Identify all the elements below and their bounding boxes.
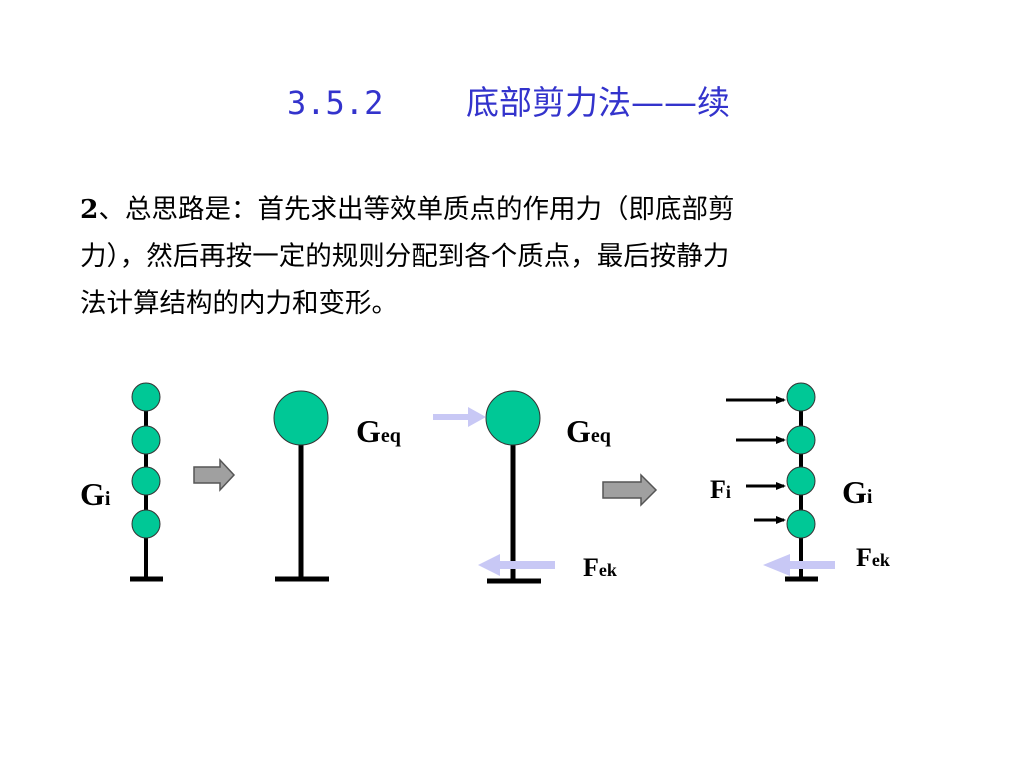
label-sub: ek bbox=[599, 560, 617, 580]
label-sub: eq bbox=[591, 425, 611, 447]
mass-node bbox=[786, 382, 816, 412]
section-number: 3.5.2 bbox=[287, 84, 384, 122]
body-paragraph: 2、总思路是：首先求出等效单质点的作用力（即底部剪 力），然后再按一定的规则分配… bbox=[80, 186, 950, 327]
label-main: F bbox=[710, 475, 726, 504]
base-shear-diagram: Gi Geq Geq Fek Fi bbox=[80, 382, 890, 584]
label-fek-2: Fek bbox=[856, 543, 890, 572]
label-main: F bbox=[583, 553, 599, 582]
label-main: F bbox=[856, 543, 872, 572]
mass-node bbox=[131, 382, 161, 412]
label-main: G bbox=[80, 476, 105, 512]
step-arrow bbox=[193, 458, 236, 492]
mass-node bbox=[131, 509, 161, 539]
body-line-3: 法计算结构的内力和变形。 bbox=[80, 288, 398, 319]
equivalent-mass bbox=[273, 390, 329, 446]
base-shear-arrow bbox=[478, 554, 555, 576]
section-heading: 底部剪力法——续 bbox=[466, 83, 730, 122]
label-gi-right: Gi bbox=[842, 474, 873, 510]
mass-node bbox=[131, 466, 161, 496]
multi-mass-model bbox=[130, 382, 163, 582]
single-mass-model bbox=[273, 390, 329, 582]
slide-title: 3.5.2 底部剪力法——续 bbox=[0, 78, 1024, 128]
item-number: 2 bbox=[80, 194, 99, 225]
label-gi-left: Gi bbox=[80, 476, 111, 512]
step-arrow bbox=[602, 473, 658, 507]
label-sub: eq bbox=[381, 425, 401, 447]
label-fi: Fi bbox=[710, 475, 731, 504]
label-main: G bbox=[356, 413, 381, 449]
label-main: G bbox=[842, 474, 867, 510]
equivalent-mass bbox=[485, 390, 541, 446]
multi-mass-force-model bbox=[726, 382, 835, 582]
input-force-arrow bbox=[433, 407, 486, 427]
base-shear-arrow bbox=[763, 554, 835, 576]
label-geq-1: Geq bbox=[356, 413, 401, 449]
label-sub: ek bbox=[872, 550, 890, 570]
mass-node bbox=[131, 425, 161, 455]
mass-node bbox=[786, 466, 816, 496]
label-main: G bbox=[566, 413, 591, 449]
single-mass-loaded-model bbox=[433, 390, 555, 584]
label-fek-1: Fek bbox=[583, 553, 617, 582]
label-sub: i bbox=[867, 486, 873, 508]
label-sub: i bbox=[726, 482, 731, 502]
label-sub: i bbox=[105, 488, 111, 510]
label-geq-2: Geq bbox=[566, 413, 611, 449]
body-line-1: 2、总思路是：首先求出等效单质点的作用力（即底部剪 bbox=[80, 186, 950, 233]
body-line-1-text: 、总思路是：首先求出等效单质点的作用力（即底部剪 bbox=[98, 194, 735, 225]
mass-node bbox=[786, 509, 816, 539]
mass-node bbox=[786, 425, 816, 455]
body-line-2: 力），然后再按一定的规则分配到各个质点，最后按静力 bbox=[80, 241, 730, 272]
